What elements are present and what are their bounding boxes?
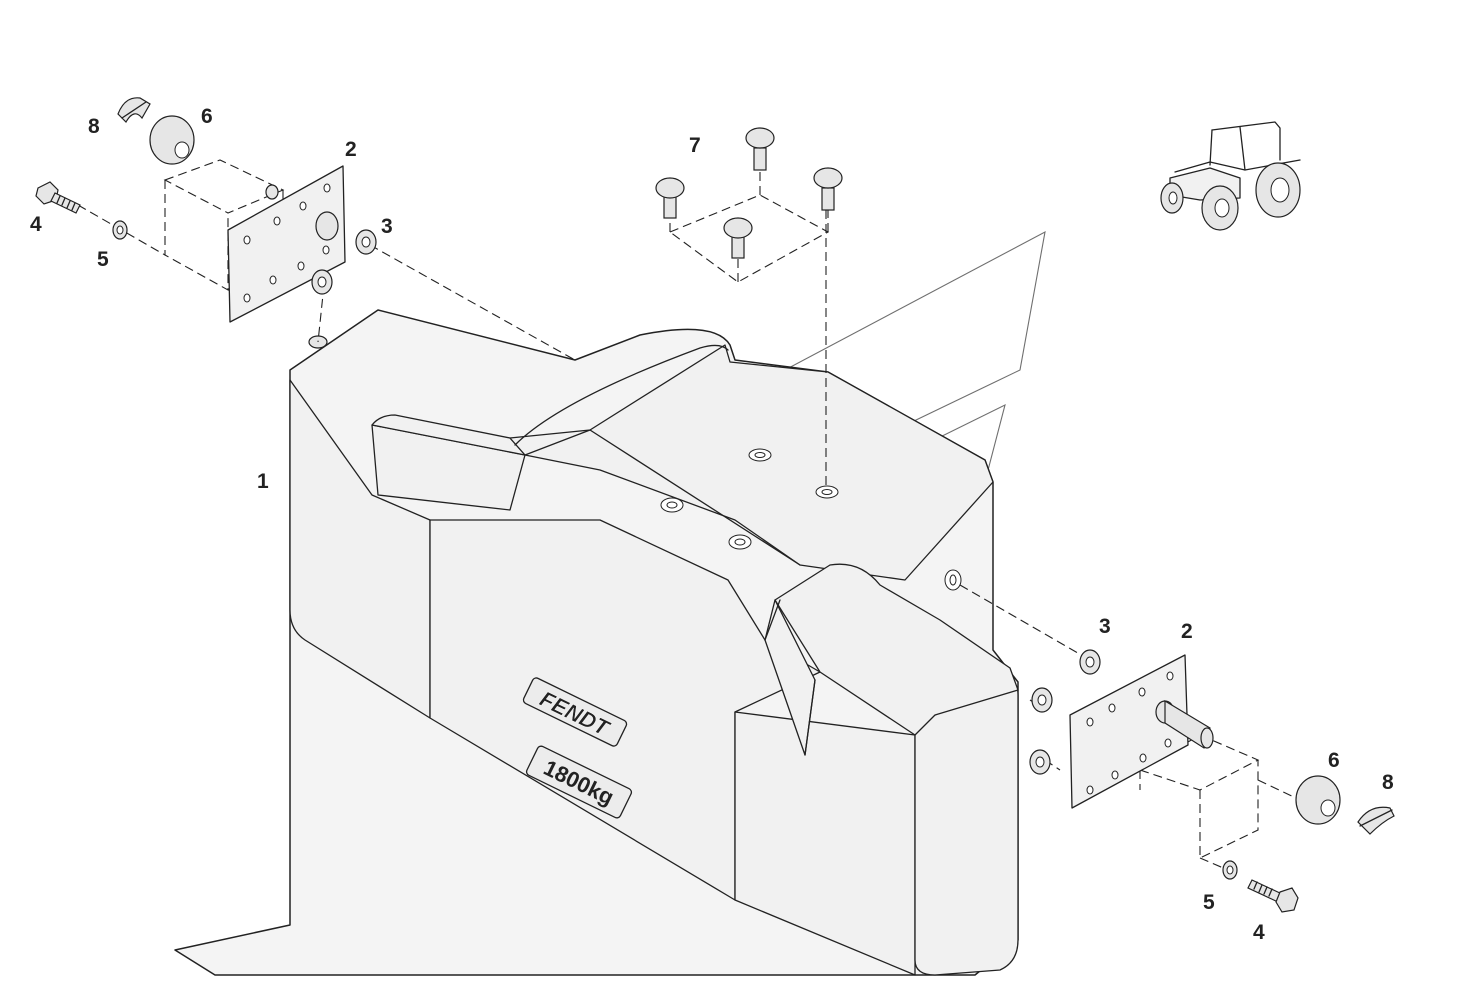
callout-left-ball: 6 xyxy=(201,105,213,128)
left-clip xyxy=(117,97,151,123)
studs-group xyxy=(655,127,843,488)
right-ball xyxy=(1295,775,1341,825)
left-bolt xyxy=(35,181,81,214)
left-mounting-assembly xyxy=(35,97,576,361)
callout-right-plate: 2 xyxy=(1181,620,1193,643)
right-pin xyxy=(1155,699,1214,749)
callout-right-ball: 6 xyxy=(1328,749,1340,772)
left-ball xyxy=(149,115,195,165)
callout-right-bolt: 4 xyxy=(1253,921,1265,944)
left-plate-holes xyxy=(243,183,331,303)
callout-left-clip: 8 xyxy=(88,115,100,138)
stud-icon xyxy=(745,127,775,171)
callout-right-spacer: 3 xyxy=(1099,615,1111,638)
stud-icon xyxy=(813,167,843,211)
callout-studs: 7 xyxy=(689,134,701,157)
stud-icon xyxy=(723,217,753,259)
callout-left-spacer: 3 xyxy=(381,215,393,238)
right-clip xyxy=(1357,806,1395,835)
callout-right-clip: 8 xyxy=(1382,771,1394,794)
callout-left-plate: 2 xyxy=(345,138,357,161)
right-mounting-assembly xyxy=(959,584,1395,913)
callouts: 1 2 3 4 5 6 7 8 3 2 6 8 5 4 xyxy=(30,105,1394,944)
callout-left-washer: 5 xyxy=(97,248,109,271)
tractor-icon xyxy=(1160,121,1301,231)
callout-left-bolt: 4 xyxy=(30,213,42,236)
counterweight-body xyxy=(174,309,1019,976)
callout-weight-body: 1 xyxy=(257,470,269,493)
right-bolt xyxy=(1247,879,1299,913)
callout-right-washer: 5 xyxy=(1203,891,1215,914)
stud-icon xyxy=(655,177,685,219)
right-plate-holes xyxy=(1086,671,1174,795)
